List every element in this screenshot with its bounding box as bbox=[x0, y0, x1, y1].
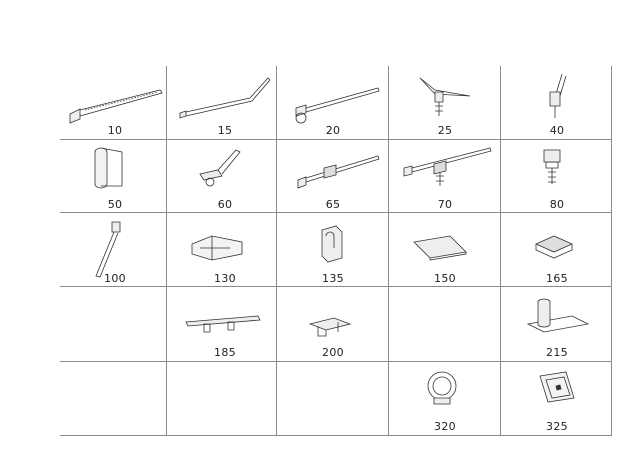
cylinder-mount-icon bbox=[502, 288, 612, 362]
bent-cable-tie-icon bbox=[170, 66, 280, 140]
grid-line bbox=[388, 66, 389, 436]
part-cell: 320 bbox=[390, 362, 500, 436]
ring-clamp-icon bbox=[390, 362, 500, 436]
grid-line bbox=[60, 435, 612, 436]
tie-with-edge-clip-icon bbox=[278, 140, 388, 214]
flat-pad-icon bbox=[390, 214, 500, 288]
part-number: 80 bbox=[549, 198, 565, 211]
locking-clip-icon bbox=[502, 362, 612, 436]
part-cell: 10 bbox=[60, 66, 170, 140]
part-cell: 215 bbox=[502, 288, 612, 362]
part-number: 135 bbox=[322, 272, 344, 285]
part-number: 50 bbox=[107, 198, 123, 211]
part-number: 185 bbox=[214, 346, 236, 359]
part-cell: 15 bbox=[170, 66, 280, 140]
part-number: 325 bbox=[546, 420, 568, 433]
part-cell: 20 bbox=[278, 66, 388, 140]
grid-line bbox=[60, 361, 612, 362]
tape-roll-icon bbox=[60, 140, 170, 214]
part-cell: 165 bbox=[502, 214, 612, 288]
part-number: 65 bbox=[325, 198, 341, 211]
part-cell: 100 bbox=[60, 214, 170, 288]
part-cell: 70 bbox=[390, 140, 500, 214]
part-cell: 80 bbox=[502, 140, 612, 214]
parts-grid: 10 15 20 25 40 bbox=[60, 66, 612, 436]
bracket-clip-icon bbox=[170, 214, 280, 288]
part-number: 100 bbox=[104, 272, 126, 285]
part-cell: 60 bbox=[170, 140, 280, 214]
part-number: 130 bbox=[214, 272, 236, 285]
spring-clip-icon bbox=[278, 214, 388, 288]
part-number: 10 bbox=[107, 124, 123, 137]
angled-clip-icon bbox=[170, 140, 280, 214]
grid-line bbox=[60, 286, 612, 287]
grid-line bbox=[500, 66, 501, 436]
part-number: 40 bbox=[549, 124, 565, 137]
part-cell: 200 bbox=[278, 288, 388, 362]
part-cell: 150 bbox=[390, 214, 500, 288]
grid-line bbox=[276, 66, 277, 436]
cable-tie-icon bbox=[60, 66, 170, 140]
part-cell: 50 bbox=[60, 140, 170, 214]
part-cell: 65 bbox=[278, 140, 388, 214]
part-number: 25 bbox=[437, 124, 453, 137]
part-number: 150 bbox=[434, 272, 456, 285]
part-cell: 25 bbox=[390, 66, 500, 140]
grid-line bbox=[166, 66, 167, 436]
tie-with-fir-tree-mount-icon bbox=[390, 140, 500, 214]
part-number: 320 bbox=[434, 420, 456, 433]
push-mount-tie-icon bbox=[390, 66, 500, 140]
edge-clip-tie-icon bbox=[502, 66, 612, 140]
part-number: 70 bbox=[437, 198, 453, 211]
grid-line bbox=[611, 66, 612, 436]
part-number: 60 bbox=[217, 198, 233, 211]
strap-with-clip-icon bbox=[60, 214, 170, 288]
rail-clip-icon bbox=[170, 288, 280, 362]
part-cell: 130 bbox=[170, 214, 280, 288]
part-number: 15 bbox=[217, 124, 233, 137]
part-number: 165 bbox=[546, 272, 568, 285]
part-number: 215 bbox=[546, 346, 568, 359]
grid-line bbox=[60, 139, 612, 140]
part-cell: 135 bbox=[278, 214, 388, 288]
part-cell: 185 bbox=[170, 288, 280, 362]
fir-tree-clip-icon bbox=[502, 140, 612, 214]
part-cell: 325 bbox=[502, 362, 612, 436]
part-cell: 40 bbox=[502, 66, 612, 140]
square-mount-icon bbox=[502, 214, 612, 288]
mount-bracket-icon bbox=[278, 288, 388, 362]
part-number: 200 bbox=[322, 346, 344, 359]
grid-line bbox=[60, 212, 612, 213]
part-number: 20 bbox=[325, 124, 341, 137]
cable-tie-with-clamp-icon bbox=[278, 66, 388, 140]
